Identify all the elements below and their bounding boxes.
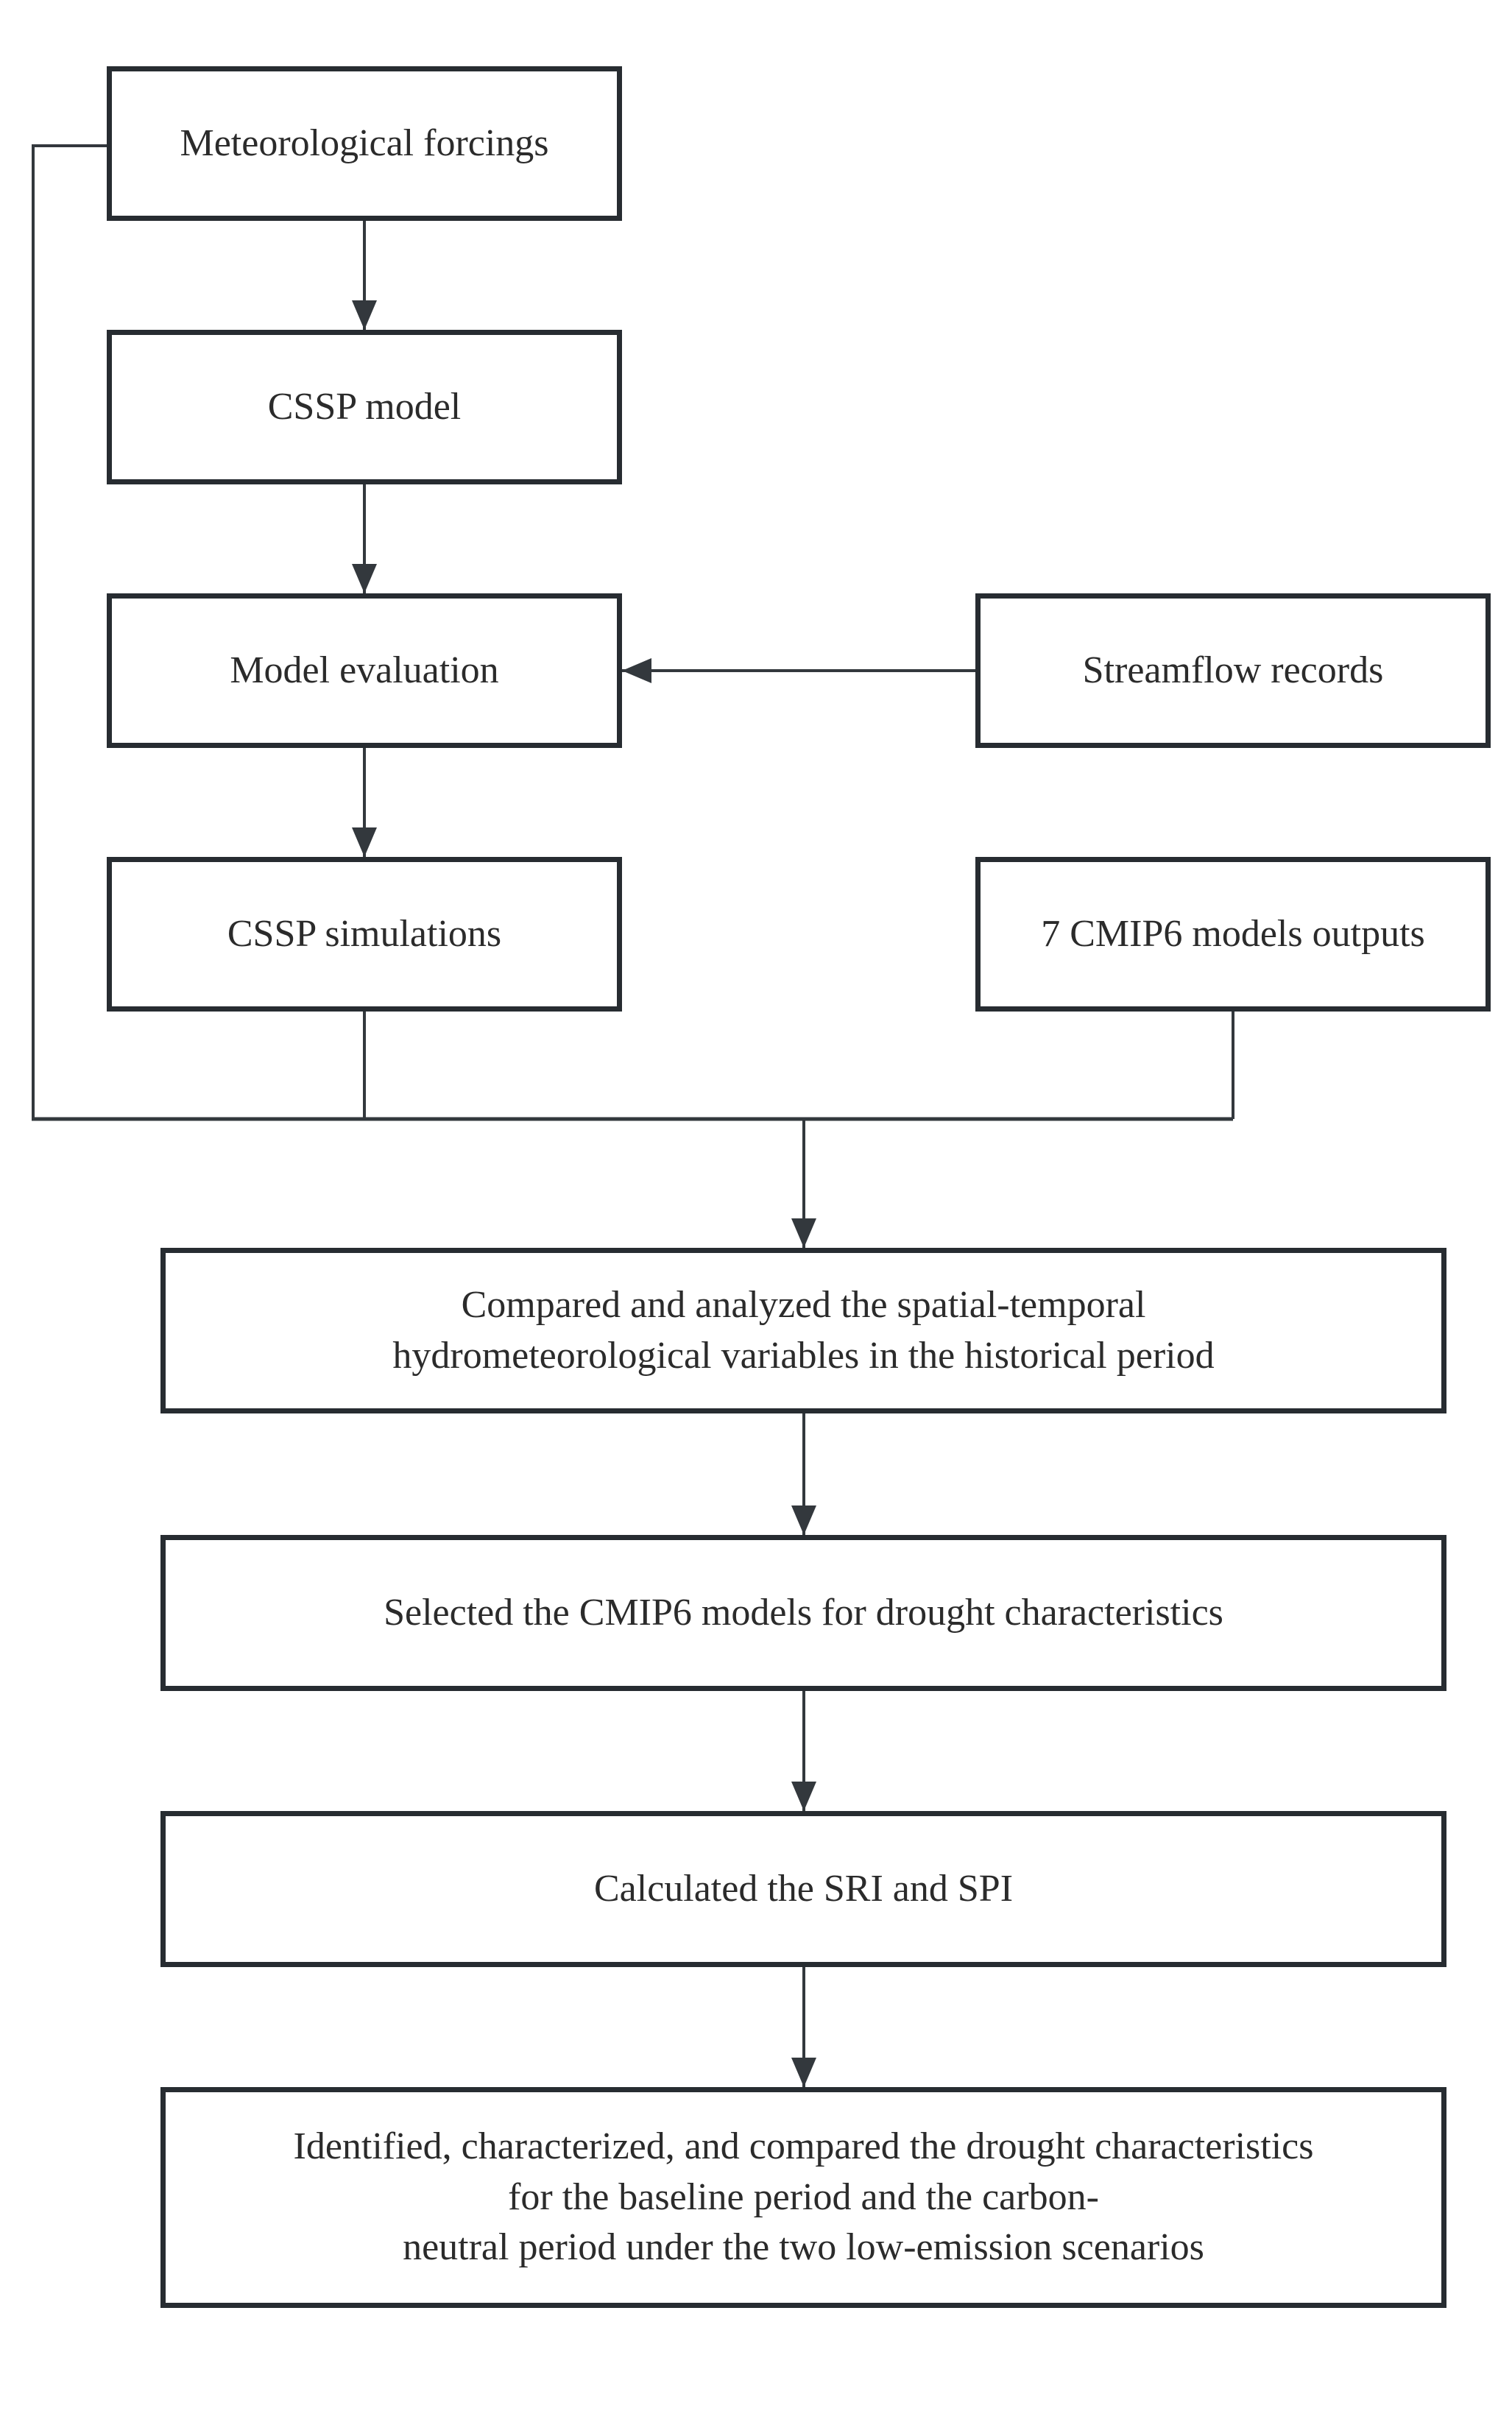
node-label: Model evaluation	[230, 649, 499, 691]
node-label-line: hydrometeorological variables in the his…	[392, 1334, 1215, 1377]
node-label: Meteorological forcings	[180, 121, 549, 164]
node-label-line: for the baseline period and the carbon-	[508, 2175, 1099, 2218]
node-label: Selected the CMIP6 models for drought ch…	[384, 1591, 1223, 1634]
node-label-line: Identified, characterized, and compared …	[293, 2125, 1314, 2168]
node-cmip6-outputs: 7 CMIP6 models outputs	[975, 857, 1491, 1012]
node-calculate-indices: Calculated the SRI and SPI	[160, 1811, 1446, 1967]
node-meteorological-forcings: Meteorological forcings	[107, 66, 622, 221]
node-identify-drought: Identified, characterized, and compared …	[160, 2087, 1446, 2308]
node-label: CSSP simulations	[227, 912, 502, 955]
node-cssp-model: CSSP model	[107, 330, 622, 484]
node-streamflow-records: Streamflow records	[975, 593, 1491, 748]
node-label: 7 CMIP6 models outputs	[1041, 912, 1425, 955]
node-label-line: Compared and analyzed the spatial-tempor…	[461, 1283, 1146, 1326]
node-label: Streamflow records	[1082, 649, 1384, 691]
node-label: Calculated the SRI and SPI	[593, 1867, 1014, 1910]
node-label-line: neutral period under the two low-emissio…	[403, 2226, 1204, 2269]
node-model-evaluation: Model evaluation	[107, 593, 622, 748]
line-forcings-feedback	[32, 144, 107, 1119]
node-compare-analyze: Compared and analyzed the spatial-tempor…	[160, 1248, 1446, 1413]
node-cssp-simulations: CSSP simulations	[107, 857, 622, 1012]
node-select-models: Selected the CMIP6 models for drought ch…	[160, 1535, 1446, 1691]
node-label: CSSP model	[267, 385, 462, 428]
